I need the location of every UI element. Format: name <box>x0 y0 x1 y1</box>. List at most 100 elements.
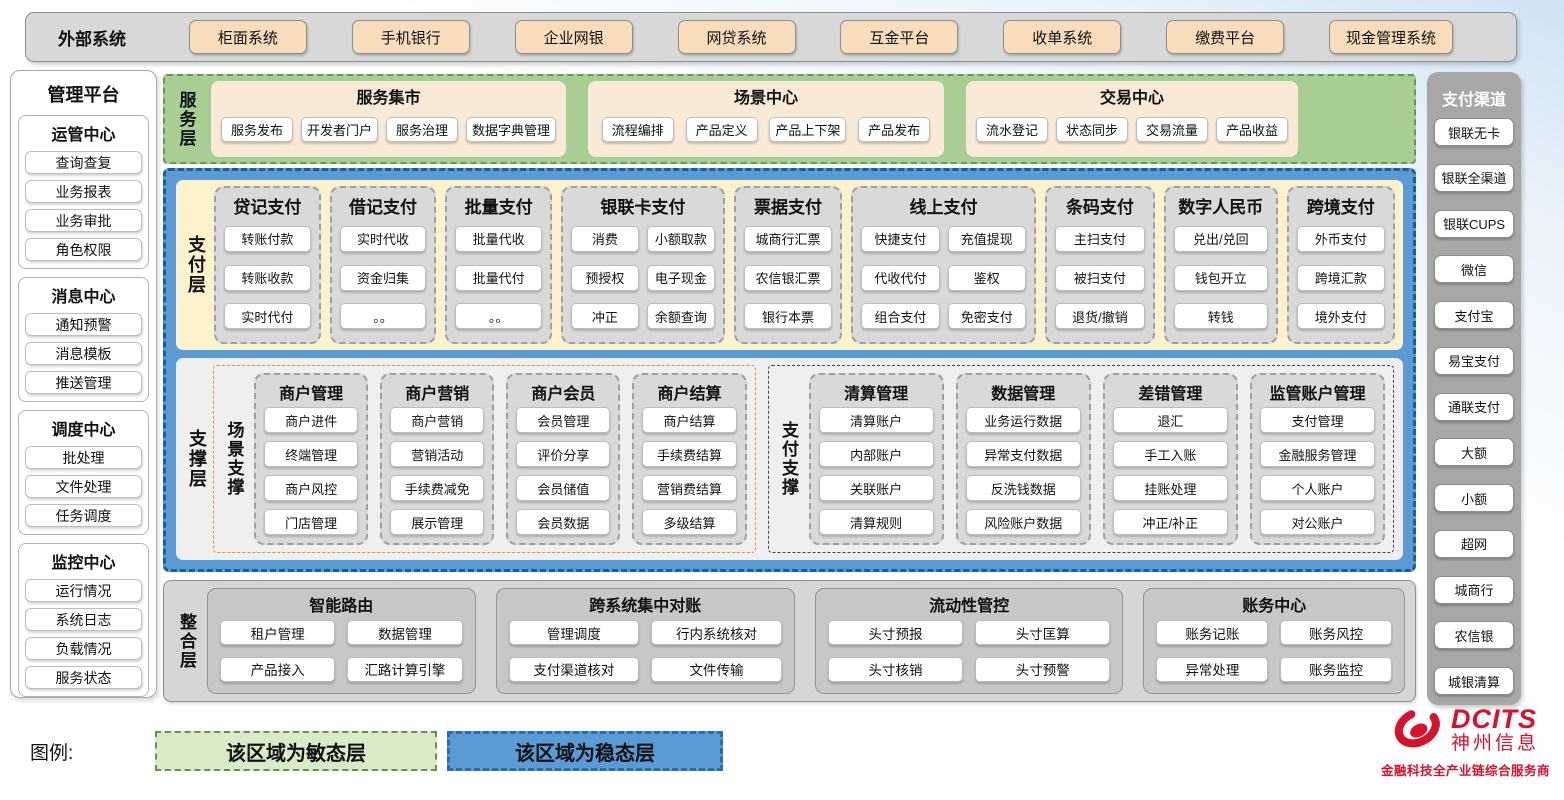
payment-item-button[interactable]: 主扫支付 <box>1054 225 1145 252</box>
payment-item-button[interactable]: 实时代付 <box>224 303 311 330</box>
payment-item-button[interactable]: 外币支付 <box>1296 225 1385 252</box>
service-item-button[interactable]: 服务治理 <box>386 117 459 142</box>
support-item-button[interactable]: 商户风控 <box>264 475 359 501</box>
support-item-button[interactable]: 退汇 <box>1112 407 1228 433</box>
support-item-button[interactable]: 手续费结算 <box>642 441 737 467</box>
payment-item-button[interactable]: 。。 <box>339 303 427 330</box>
support-item-button[interactable]: 评价分享 <box>516 441 611 467</box>
support-item-button[interactable]: 金融服务管理 <box>1259 441 1376 467</box>
payment-channel-button[interactable]: 农信银 <box>1434 621 1514 650</box>
payment-item-button[interactable]: 预授权 <box>570 264 639 291</box>
integration-item-button[interactable]: 汇路计算引擎 <box>347 656 463 682</box>
support-item-button[interactable]: 商户营销 <box>390 407 485 433</box>
support-item-button[interactable]: 反洗钱数据 <box>965 475 1081 501</box>
integration-item-button[interactable]: 文件传输 <box>651 656 782 682</box>
support-item-button[interactable]: 挂账处理 <box>1112 475 1228 501</box>
support-item-button[interactable]: 商户结算 <box>642 407 737 433</box>
payment-item-button[interactable]: 资金归集 <box>339 264 427 291</box>
integration-item-button[interactable]: 数据管理 <box>347 620 463 646</box>
payment-item-button[interactable]: 余额查询 <box>646 303 715 330</box>
payment-item-button[interactable]: 消费 <box>570 225 639 252</box>
service-item-button[interactable]: 状态同步 <box>1056 117 1128 142</box>
payment-item-button[interactable]: 代收代付 <box>861 264 940 291</box>
payment-channel-button[interactable]: 城银清算 <box>1434 667 1514 695</box>
management-item-button[interactable]: 通知预警 <box>25 313 142 336</box>
management-item-button[interactable]: 业务审批 <box>25 209 142 232</box>
support-item-button[interactable]: 门店管理 <box>264 509 359 535</box>
management-item-button[interactable]: 角色权限 <box>25 238 142 261</box>
payment-item-button[interactable]: 。。 <box>455 303 542 330</box>
management-item-button[interactable]: 消息模板 <box>25 342 142 365</box>
payment-channel-button[interactable]: 微信 <box>1434 255 1514 284</box>
integration-item-button[interactable]: 行内系统核对 <box>651 620 782 646</box>
external-system-button[interactable]: 柜面系统 <box>188 20 307 54</box>
payment-channel-button[interactable]: 大额 <box>1434 438 1514 467</box>
support-item-button[interactable]: 风险账户数据 <box>965 509 1081 535</box>
external-system-button[interactable]: 互金平台 <box>840 20 959 54</box>
support-item-button[interactable]: 关联账户 <box>818 475 934 501</box>
support-item-button[interactable]: 业务运行数据 <box>965 407 1081 433</box>
payment-channel-button[interactable]: 超网 <box>1434 529 1514 558</box>
payment-item-button[interactable]: 被扫支付 <box>1054 264 1145 291</box>
payment-item-button[interactable]: 批量代付 <box>455 264 542 291</box>
payment-channel-button[interactable]: 易宝支付 <box>1434 346 1514 375</box>
integration-item-button[interactable]: 头寸预警 <box>975 656 1111 682</box>
support-item-button[interactable]: 会员数据 <box>516 509 611 535</box>
payment-channel-button[interactable]: 支付宝 <box>1434 301 1514 329</box>
service-item-button[interactable]: 交易流量 <box>1136 117 1208 142</box>
payment-item-button[interactable]: 快捷支付 <box>861 225 940 252</box>
payment-channel-button[interactable]: 小额 <box>1434 484 1514 512</box>
management-item-button[interactable]: 推送管理 <box>25 371 142 394</box>
support-item-button[interactable]: 内部账户 <box>818 441 934 467</box>
payment-item-button[interactable]: 小额取款 <box>646 225 715 252</box>
management-item-button[interactable]: 任务调度 <box>25 504 142 527</box>
payment-channel-button[interactable]: 银联CUPS <box>1434 209 1514 238</box>
payment-item-button[interactable]: 跨境汇款 <box>1296 264 1385 291</box>
service-item-button[interactable]: 开发者门户 <box>301 117 379 142</box>
payment-item-button[interactable]: 电子现金 <box>646 264 715 291</box>
service-item-button[interactable]: 流水登记 <box>976 117 1048 142</box>
management-item-button[interactable]: 运行情况 <box>25 579 142 602</box>
external-system-button[interactable]: 企业网银 <box>514 20 633 54</box>
integration-item-button[interactable]: 异常处理 <box>1156 656 1269 682</box>
integration-item-button[interactable]: 账务风控 <box>1280 620 1392 646</box>
support-item-button[interactable]: 冲正/补正 <box>1112 509 1228 535</box>
payment-item-button[interactable]: 农信银汇票 <box>743 264 833 291</box>
payment-item-button[interactable]: 鉴权 <box>947 264 1026 291</box>
integration-item-button[interactable]: 账务监控 <box>1280 656 1392 682</box>
external-system-button[interactable]: 现金管理系统 <box>1329 20 1454 54</box>
integration-item-button[interactable]: 账务记账 <box>1156 620 1269 646</box>
payment-item-button[interactable]: 转账付款 <box>224 225 311 252</box>
management-item-button[interactable]: 文件处理 <box>25 475 142 498</box>
support-item-button[interactable]: 会员储值 <box>516 475 611 501</box>
support-item-button[interactable]: 手工入账 <box>1112 441 1228 467</box>
support-item-button[interactable]: 终端管理 <box>264 441 359 467</box>
payment-item-button[interactable]: 转钱 <box>1174 303 1268 330</box>
management-item-button[interactable]: 业务报表 <box>25 180 142 203</box>
support-item-button[interactable]: 对公账户 <box>1259 509 1376 535</box>
support-item-button[interactable]: 展示管理 <box>390 509 485 535</box>
integration-item-button[interactable]: 产品接入 <box>220 656 336 682</box>
service-item-button[interactable]: 产品定义 <box>685 117 758 142</box>
payment-channel-button[interactable]: 城商行 <box>1434 575 1514 604</box>
support-item-button[interactable]: 商户进件 <box>264 407 359 433</box>
support-item-button[interactable]: 会员管理 <box>516 407 611 433</box>
management-item-button[interactable]: 批处理 <box>25 446 142 469</box>
service-item-button[interactable]: 产品收益 <box>1216 117 1288 142</box>
payment-channel-button[interactable]: 通联支付 <box>1434 392 1514 421</box>
support-item-button[interactable]: 支付管理 <box>1259 407 1376 433</box>
payment-item-button[interactable]: 转账收款 <box>224 264 311 291</box>
payment-item-button[interactable]: 免密支付 <box>947 303 1026 330</box>
support-item-button[interactable]: 异常支付数据 <box>965 441 1081 467</box>
service-item-button[interactable]: 流程编排 <box>601 117 674 142</box>
support-item-button[interactable]: 营销活动 <box>390 441 485 467</box>
support-item-button[interactable]: 清算账户 <box>818 407 934 433</box>
external-system-button[interactable]: 手机银行 <box>351 20 470 54</box>
external-system-button[interactable]: 缴费平台 <box>1166 20 1285 54</box>
support-item-button[interactable]: 手续费减免 <box>390 475 485 501</box>
management-item-button[interactable]: 负载情况 <box>25 637 142 660</box>
service-item-button[interactable]: 数据字典管理 <box>466 117 557 142</box>
payment-item-button[interactable]: 实时代收 <box>339 225 427 252</box>
integration-item-button[interactable]: 支付渠道核对 <box>508 656 640 682</box>
service-item-button[interactable]: 产品上下架 <box>769 117 847 142</box>
